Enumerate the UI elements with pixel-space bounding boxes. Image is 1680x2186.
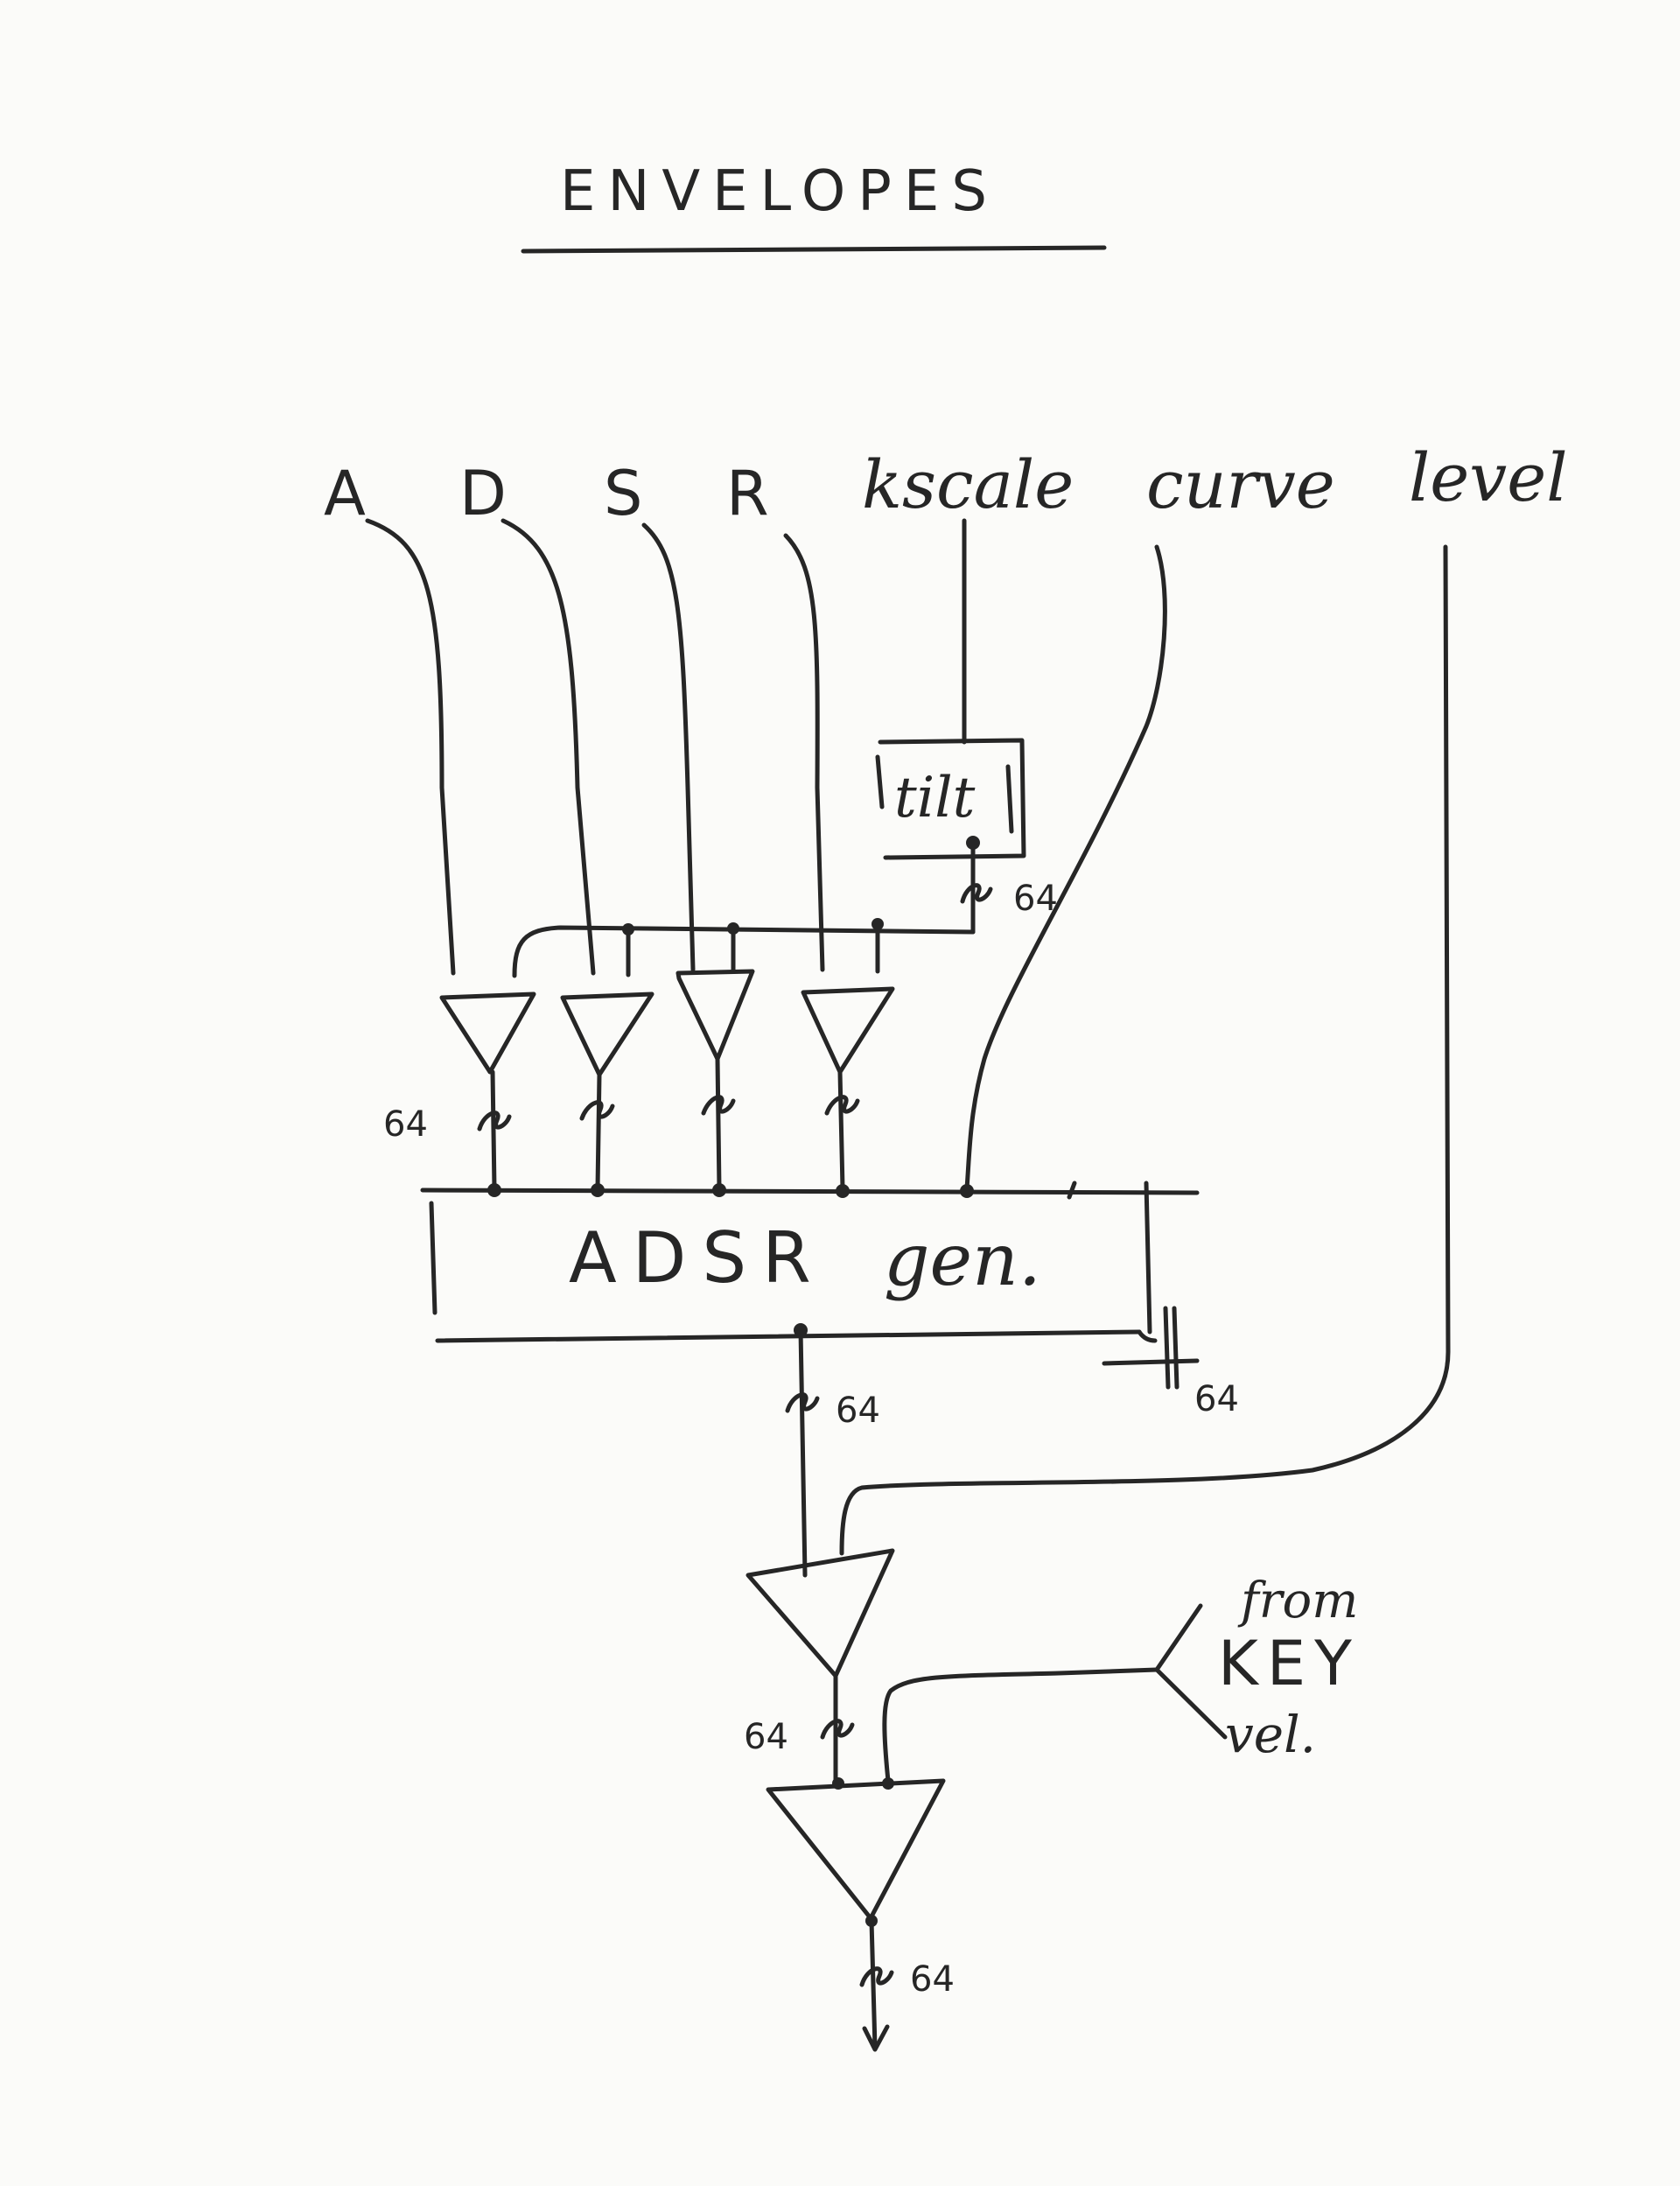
amp-attack [439,991,536,1075]
velocity-fork [1154,1603,1228,1740]
adsr-left-edge [429,1201,438,1315]
wire-amp-attack-out [490,1069,497,1191]
adsr-input-r [836,1184,850,1198]
wire-amp-decay-out [595,1072,602,1191]
adsr-right-edge [1144,1181,1152,1335]
junction-sustain [727,922,739,935]
adsr-input-curve [960,1184,974,1198]
wire-adsr-out [798,1328,808,1578]
bus-width-tilt: 64 [1013,879,1058,919]
bus-slash-attack [477,1111,512,1132]
wire-amp-release-out [837,1069,845,1191]
wire-sustain [641,522,696,972]
bus-slash-decay [579,1100,615,1121]
wire-curve [964,544,1167,1191]
input-label-release: R [726,458,769,529]
wire-amp-sustain-out [715,1056,722,1191]
adsr-input-s [712,1183,726,1197]
input-label-sustain: S [604,458,642,529]
bus-width-adsr-out: 64 [836,1391,880,1431]
bus-slash-adsr-out [785,1392,820,1413]
bus-slash-sustain [701,1095,736,1116]
amp-release [801,986,895,1075]
bus-width-level-amp-out: 64 [744,1717,788,1757]
tilt-distribution-bus [512,925,976,978]
junction-release [872,918,884,930]
junction-decay [622,923,634,935]
amp-level [746,1548,895,1678]
input-label-attack: A [324,458,366,529]
wire-decay [500,518,596,976]
adsr-input-d [591,1183,605,1197]
input-label-curve: curve [1146,445,1335,523]
bus-width-adsr-side: 64 [1194,1379,1239,1419]
bus-slash-tilt [960,883,993,904]
title-underline [521,245,1107,254]
tilt-label: tilt [894,766,976,830]
adsr-label-suffix: gen. [884,1219,1041,1302]
velocity-label-line3: vel. [1225,1705,1316,1764]
adsr-side-tick-1 [1163,1306,1171,1390]
bus-slash-release [824,1095,860,1116]
adsr-side-tick-2 [1172,1306,1180,1390]
input-label-kscale: kscale [862,445,1074,523]
wire-attack [365,518,456,976]
bus-slash-final [859,1966,894,1987]
adsr-side-output [1102,1358,1200,1366]
wire-release [783,533,825,972]
bus-width-final-out: 64 [910,1959,955,2000]
adsr-input-a [487,1183,501,1197]
diagram-title: ENVELOPES [560,159,999,224]
amp-velocity [766,1778,946,1921]
wire-final-out [869,1918,878,2050]
bus-slash-level-out [820,1719,855,1740]
wire-level [839,544,1451,1556]
amp-sustain [676,969,755,1061]
adsr-input-tick [1067,1181,1077,1200]
adsr-top-edge [420,1188,1200,1195]
amp-decay [560,991,654,1077]
tilt-block [875,738,1026,860]
input-label-decay: D [459,458,507,529]
velocity-label-line2: KEY [1218,1628,1361,1699]
final-output-arrow [862,2024,890,2052]
adsr-side-corner [1137,1329,1158,1343]
adsr-label: ADSR [569,1217,827,1299]
velocity-label-line1: from [1237,1573,1358,1629]
input-label-level: level [1409,438,1568,516]
bus-width-amp-attack: 64 [383,1104,428,1145]
adsr-bottom-edge [435,1329,1142,1343]
wire-velocity [882,1667,1159,1783]
